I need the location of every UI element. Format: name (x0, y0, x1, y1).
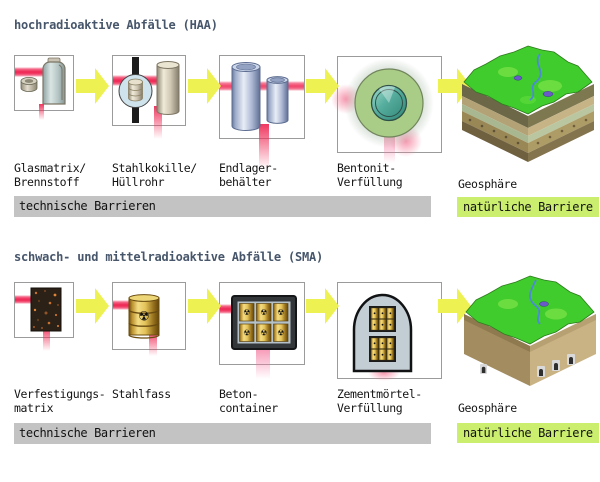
svg-text:☢: ☢ (260, 308, 267, 317)
row-title-haa: hochradioaktive Abfälle (HAA) (14, 18, 218, 32)
step-label: Beton- container (219, 387, 278, 415)
step-label: Bentonit- Verfüllung (337, 161, 403, 189)
arrow-icon (76, 288, 109, 324)
step-box (14, 55, 74, 120)
step-label: Stahlfass (112, 387, 171, 401)
arrow-icon (438, 288, 471, 324)
svg-text:☢: ☢ (277, 329, 284, 338)
svg-text:☢: ☢ (260, 329, 267, 338)
row-title-sma: schwach- und mittelradioaktive Abfälle (… (14, 250, 324, 264)
step-label: Glasmatrix/ Brennstoff (14, 161, 86, 189)
geosphere-icon (464, 275, 596, 386)
svg-text:☢: ☢ (243, 329, 250, 338)
svg-text:☢: ☢ (277, 308, 284, 317)
technical-barriers-bar: technische Barrieren (14, 196, 431, 217)
geosphere-label: Geosphäre (458, 401, 517, 415)
step-box (14, 282, 74, 351)
arrow-icon (76, 68, 109, 104)
step-label: Stahlkokille/ Hüllrohr (112, 161, 197, 189)
step-box (331, 56, 442, 163)
step-box (219, 55, 305, 169)
bentonite-backfill-icon (331, 58, 434, 163)
concrete-container-icon: ☢ ☢ ☢ ☢ ☢ ☢ (220, 295, 297, 379)
cement-mortar-tunnel-icon (352, 293, 413, 381)
arrow-icon (188, 68, 221, 104)
step-box (337, 282, 442, 381)
geosphere-icon (462, 45, 594, 162)
disposal-canister-icon (220, 62, 304, 169)
natural-barrier-badge: natürliche Barriere (457, 423, 599, 443)
steel-drum-icon: ☢ (113, 294, 160, 356)
step-box: ☢ (112, 282, 186, 356)
svg-text:☢: ☢ (138, 310, 150, 325)
step-box (112, 55, 186, 139)
step-label: Endlager- behälter (219, 161, 278, 189)
steel-mold-icon (113, 57, 180, 139)
geosphere-label: Geosphäre (458, 177, 517, 191)
solidification-matrix-icon (15, 287, 62, 351)
arrow-icon (306, 68, 339, 104)
technical-barriers-bar: technische Barrieren (14, 423, 431, 444)
glass-matrix-icon (15, 57, 66, 120)
svg-text:☢: ☢ (243, 308, 250, 317)
step-box: ☢ ☢ ☢ ☢ ☢ ☢ (219, 282, 305, 379)
natural-barrier-badge: natürliche Barriere (457, 197, 599, 217)
step-label: Verfestigungs- matrix (14, 387, 106, 415)
step-label: Zementmörtel- Verfüllung (337, 387, 422, 415)
arrow-icon (188, 288, 221, 324)
tunnel-entrance-icon (480, 354, 575, 377)
arrow-icon (306, 288, 339, 324)
